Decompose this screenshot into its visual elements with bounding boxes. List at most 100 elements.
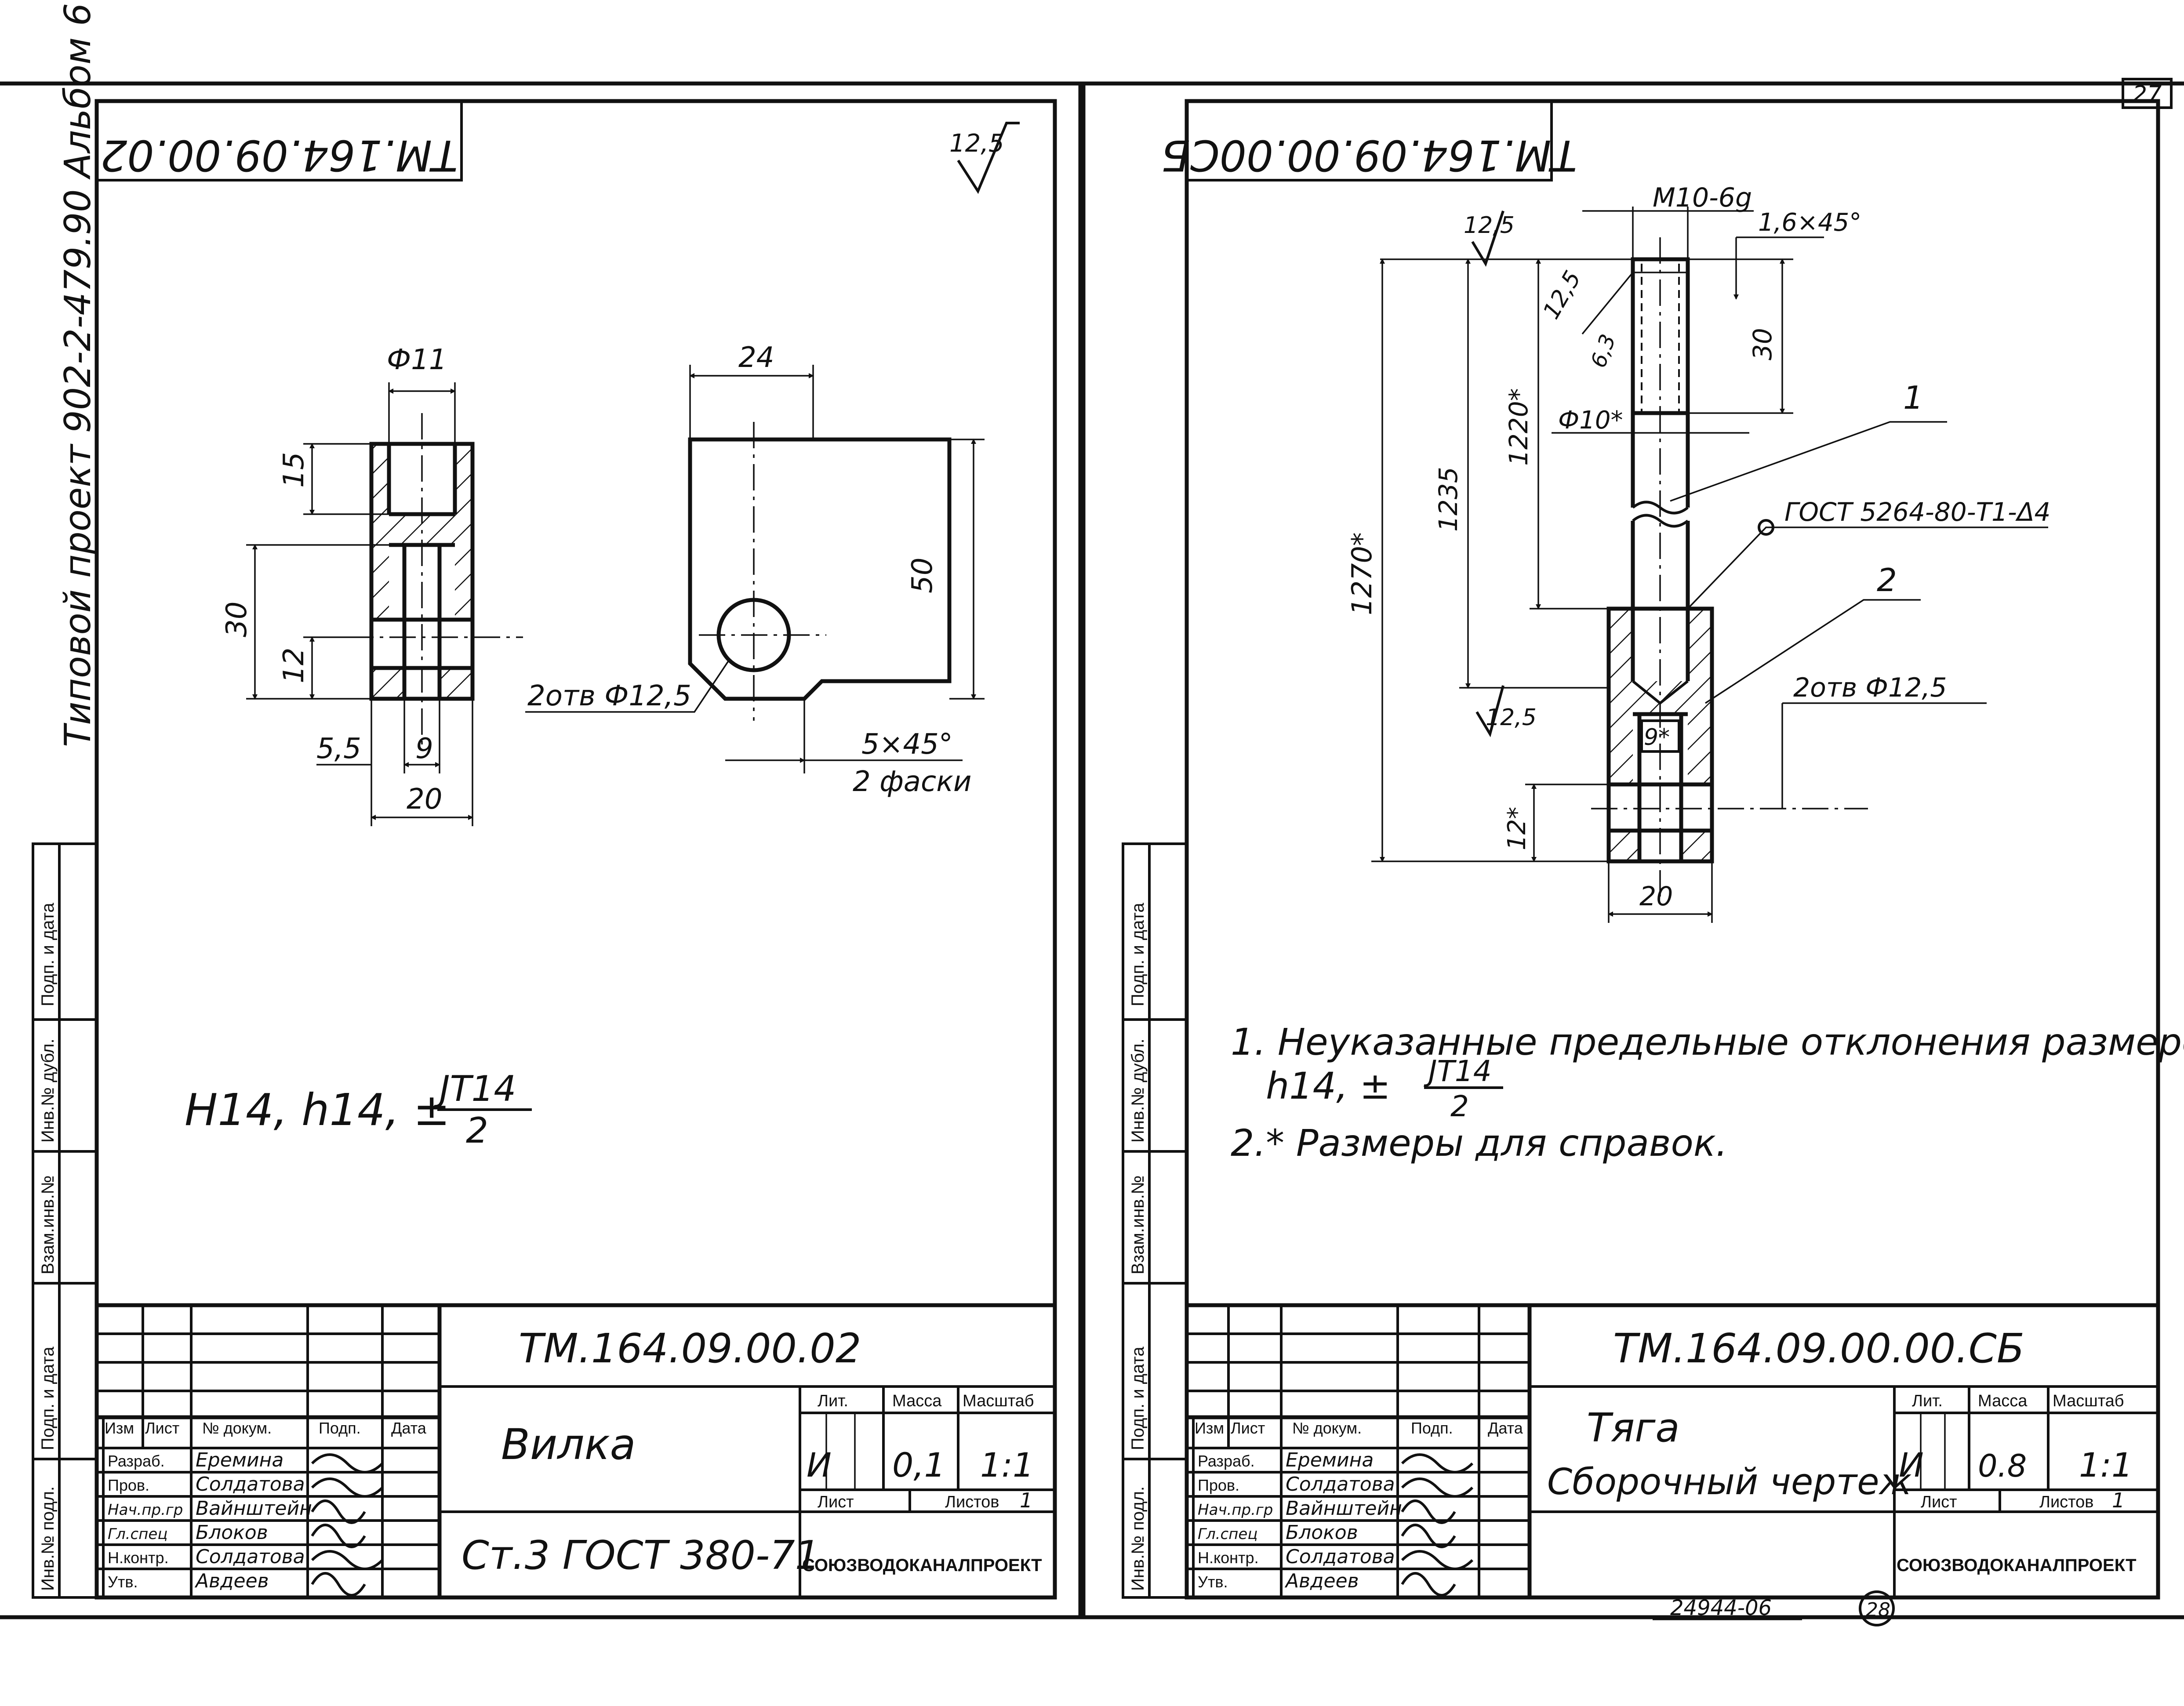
svg-text:Масштаб: Масштаб (2053, 1392, 2124, 1410)
svg-text:Вайнштейн: Вайнштейн (1286, 1497, 1402, 1520)
side-label-sign-date-1-r: Подп. и дата (1128, 903, 1148, 1006)
svg-text:Гл.спец: Гл.спец (108, 1525, 167, 1543)
dim-1270: 1270* (1346, 532, 1378, 615)
svg-text:Лист: Лист (1231, 1419, 1265, 1437)
dim-hole-note: 2отв Ф12,5 (527, 680, 691, 712)
side-label-dup-inv: Инв.№ дубл. (38, 1038, 58, 1143)
side-label-sign-date-2: Подп. и дата (38, 1347, 58, 1450)
fork-side-view (688, 422, 952, 721)
rough-inner: 6,3 (1586, 331, 1621, 371)
svg-text:Солдатова: Солдатова (196, 1473, 305, 1495)
right-part-name: Тяга (1587, 1405, 1680, 1451)
left-stamp-code: ТМ.164.09.00.02 (95, 100, 463, 181)
dim-chamfer-count: 2 фаски (853, 766, 971, 798)
left-designation: ТМ.164.09.00.02 (519, 1325, 861, 1372)
dim-width-24: 24 (738, 341, 774, 374)
svg-text:Лист: Лист (1921, 1493, 1957, 1511)
right-notes: 1. Неуказанные предельные отклонения раз… (1231, 1020, 2184, 1165)
svg-text:И: И (807, 1445, 832, 1485)
svg-text:Солдатова: Солдатова (1286, 1546, 1395, 1568)
svg-text:Блоков: Блоков (196, 1521, 268, 1544)
dim-height-50: 50 (906, 558, 939, 593)
note-2: 2.* Размеры для справок. (1231, 1122, 1727, 1165)
dim-1220: 1220* (1504, 388, 1534, 466)
left-roughness-mark: 12,5 (949, 122, 1020, 194)
rod-dimensions: М10-6g 1,6×45° 12,5 12,5 6,3 30 Ф10* 122… (1346, 182, 2050, 923)
right-stamp-code: ТМ.164.09.00.00СБ (1161, 100, 1577, 181)
svg-text:Солдатова: Солдатова (196, 1546, 305, 1568)
dim-width-20-right: 20 (1639, 881, 1673, 912)
svg-text:Еремина: Еремина (1286, 1449, 1374, 1471)
svg-text:И: И (1899, 1445, 1924, 1485)
left-part-name: Вилка (501, 1420, 636, 1469)
dim-height-30: 30 (221, 602, 253, 637)
svg-text:Лит.: Лит. (1912, 1392, 1943, 1410)
svg-text:Разраб.: Разраб. (1198, 1452, 1255, 1470)
svg-text:Нач.пр.гр: Нач.пр.гр (108, 1501, 183, 1519)
svg-text:Изм: Изм (1195, 1419, 1224, 1437)
side-label-repl-inv: Взам.инв.№ (38, 1175, 58, 1274)
right-side-strip: Подп. и дата Инв.№ дубл. Взам.инв.№ Подп… (1122, 842, 1188, 1599)
note-1: 1. Неуказанные предельные отклонения раз… (1231, 1020, 2184, 1064)
dim-rod-dia: Ф10* (1558, 406, 1623, 435)
svg-text:Н.контр.: Н.контр. (108, 1549, 169, 1567)
page-number: 27 (2133, 81, 2162, 108)
svg-text:Блоков: Блоков (1286, 1521, 1358, 1544)
dim-thread: М10-6g (1653, 182, 1752, 213)
right-organization: СОЮЗВОДОКАНАЛПРОЕКТ (1897, 1556, 2137, 1575)
fork-side-dimensions: 24 50 2отв Ф12,5 5×45° 2 фаски (525, 341, 985, 798)
left-tolerance-note: H14, h14, ± JT14 2 (185, 1068, 532, 1151)
fork-section-dimensions: Ф11 15 30 12 5,5 9 20 (221, 344, 473, 826)
side-label-dup-inv-r: Инв.№ дубл. (1128, 1038, 1148, 1143)
dim-slot-9-right: 9* (1644, 724, 1670, 751)
rough-top: 12,5 (1464, 212, 1515, 239)
weld-note: ГОСТ 5264-80-Т1-Δ4 (1784, 497, 2050, 527)
dim-offset-5-5: 5,5 (316, 733, 361, 765)
dim-holes-right: 2отв Ф12,5 (1793, 672, 1947, 703)
svg-text:Лист: Лист (818, 1493, 854, 1511)
svg-text:Н.контр.: Н.контр. (1198, 1549, 1259, 1567)
fork-section-view (347, 413, 523, 747)
svg-text:Утв.: Утв. (1198, 1573, 1228, 1591)
dim-chamfer: 5×45° (861, 728, 953, 761)
dim-chamfer-top: 1,6×45° (1758, 208, 1861, 237)
footer: 24944-06 28 (1653, 1590, 1895, 1626)
page-number-bottom: 28 (1866, 1599, 1890, 1621)
svg-text:Лист: Лист (145, 1419, 179, 1437)
svg-text:JT14: JT14 (1424, 1054, 1492, 1088)
side-label-orig-inv: Инв.№ подл. (38, 1486, 58, 1591)
archive-number: 24944-06 (1670, 1596, 1772, 1620)
dim-12-right: 12* (1503, 807, 1531, 850)
svg-text:0.8: 0.8 (1978, 1448, 2027, 1484)
note-1-tolerance: h14, ± (1266, 1064, 1391, 1107)
svg-text:Нач.пр.гр: Нач.пр.гр (1198, 1501, 1273, 1519)
dim-bore-diameter: Ф11 (387, 344, 447, 376)
svg-text:ТМ.164.09.00.00СБ: ТМ.164.09.00.00СБ (1161, 131, 1577, 180)
svg-text:2: 2 (466, 1110, 488, 1151)
svg-text:1: 1 (1020, 1488, 1032, 1512)
svg-text:№ докум.: № докум. (202, 1419, 272, 1437)
side-label-sign-date-2-r: Подп. и дата (1128, 1347, 1148, 1450)
svg-text:Масса: Масса (1978, 1392, 2028, 1410)
svg-text:1:1: 1:1 (980, 1445, 1034, 1485)
svg-text:Подп.: Подп. (1411, 1419, 1453, 1437)
leader-2: 2 (1877, 562, 1897, 599)
dim-height-12: 12 (278, 648, 310, 683)
svg-text:Гл.спец: Гл.спец (1198, 1525, 1257, 1543)
svg-text:0,1: 0,1 (892, 1445, 945, 1485)
left-organization: СОЮЗВОДОКАНАЛПРОЕКТ (802, 1556, 1042, 1575)
leader-1: 1 (1903, 379, 1923, 416)
page-number-box: 27 (2122, 78, 2173, 109)
right-designation: ТМ.164.09.00.00.СБ (1613, 1325, 2024, 1372)
svg-text:Разраб.: Разраб. (108, 1452, 165, 1470)
right-title-block: Изм Лист № докум. Подп. Дата Разраб. Ере… (1185, 1303, 2160, 1600)
svg-text:Авдеев: Авдеев (1284, 1570, 1359, 1592)
svg-text:№ докум.: № докум. (1292, 1419, 1362, 1437)
svg-text:Лит.: Лит. (818, 1392, 848, 1410)
svg-text:Еремина: Еремина (196, 1449, 283, 1471)
svg-text:Солдатова: Солдатова (1286, 1473, 1395, 1495)
svg-text:Листов: Листов (2039, 1493, 2093, 1511)
svg-text:Изм: Изм (105, 1419, 134, 1437)
svg-text:1:1: 1:1 (2079, 1445, 2133, 1485)
